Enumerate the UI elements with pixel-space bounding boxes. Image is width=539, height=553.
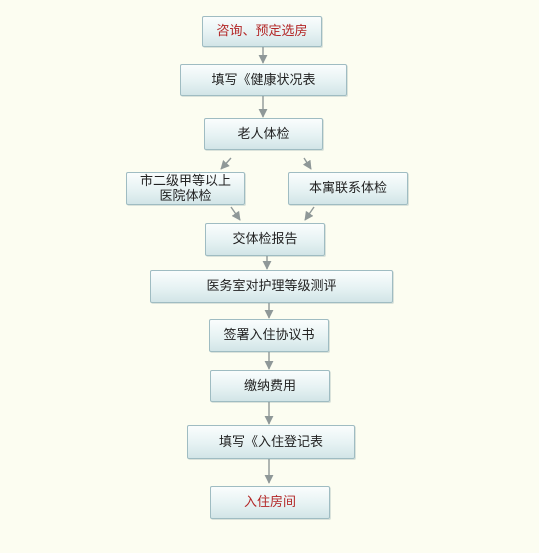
step-submit-exam-report: 交体检报告 [205,223,325,256]
arrow-hospital-exam-to-submit-report [230,206,241,221]
step-apartment-arranged-exam: 本寓联系体检 [288,172,408,205]
step-elderly-physical-exam: 老人体检 [204,118,323,150]
step-move-in-room: 入住房间 [210,486,330,519]
arrow-elderly-exam-to-hospital-exam [220,157,232,170]
step-hospital-physical-exam: 市二级甲等以上 医院体检 [126,172,245,205]
step-fill-health-form: 填写《健康状况表 [180,64,347,96]
step-fill-checkin-form: 填写《入住登记表 [187,425,355,459]
step-sign-agreement: 签署入住协议书 [209,319,329,352]
step-consult-reserve-room: 咨询、预定选房 [202,16,322,47]
arrow-apartment-exam-to-submit-report [304,206,315,221]
arrow-elderly-exam-to-apartment-exam [302,157,312,170]
step-care-level-assessment: 医务室对护理等级测评 [150,270,393,303]
step-pay-fees: 缴纳费用 [210,370,330,402]
